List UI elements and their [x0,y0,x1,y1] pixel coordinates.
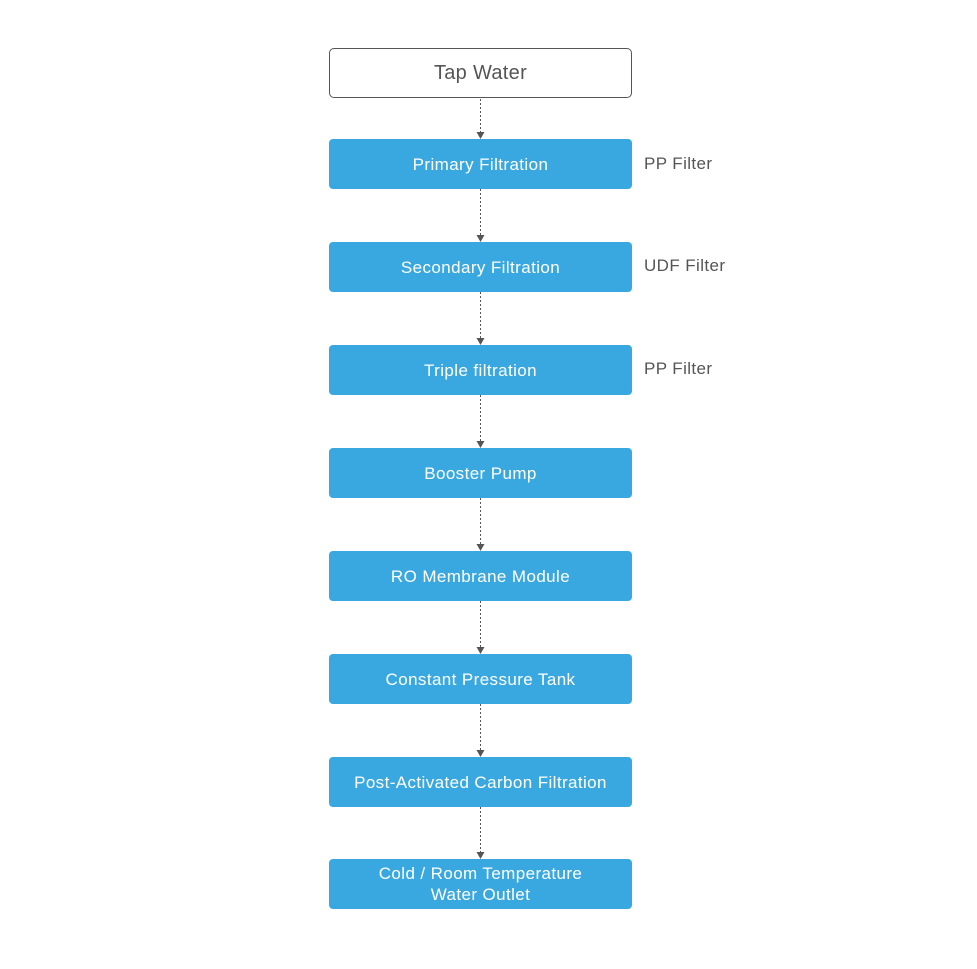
booster-pump-node: Booster Pump [329,448,632,498]
tap-water-label: Tap Water [433,61,528,84]
secondary-filtration-label: Secondary Filtration [400,257,561,277]
ro-membrane-module-node: RO Membrane Module [329,551,632,601]
tap-water-node: Tap Water [329,48,632,98]
water-outlet-label: Cold / Room Temperature Water Outlet [378,864,583,904]
primary-filtration-label: Primary Filtration [412,154,549,174]
secondary-filtration-filter-note: UDF Filter [644,256,726,275]
triple-filtration-filter-note: PP Filter [644,359,713,378]
triple-filtration-label: Triple filtration [424,360,537,380]
primary-filtration-filter-note: PP Filter [644,154,713,173]
constant-pressure-tank-node: Constant Pressure Tank [329,654,632,704]
post-activated-carbon-filtration-node: Post-Activated Carbon Filtration [329,757,632,807]
constant-pressure-tank-label: Constant Pressure Tank [385,669,576,689]
water-outlet-node: Cold / Room Temperature Water Outlet [329,859,632,909]
secondary-filtration-node: Secondary Filtration [329,242,632,292]
booster-pump-label: Booster Pump [424,463,537,483]
triple-filtration-node: Triple filtration [329,345,632,395]
primary-filtration-node: Primary Filtration [329,139,632,189]
post-activated-carbon-filtration-label: Post-Activated Carbon Filtration [354,772,607,792]
ro-membrane-module-label: RO Membrane Module [390,566,571,586]
